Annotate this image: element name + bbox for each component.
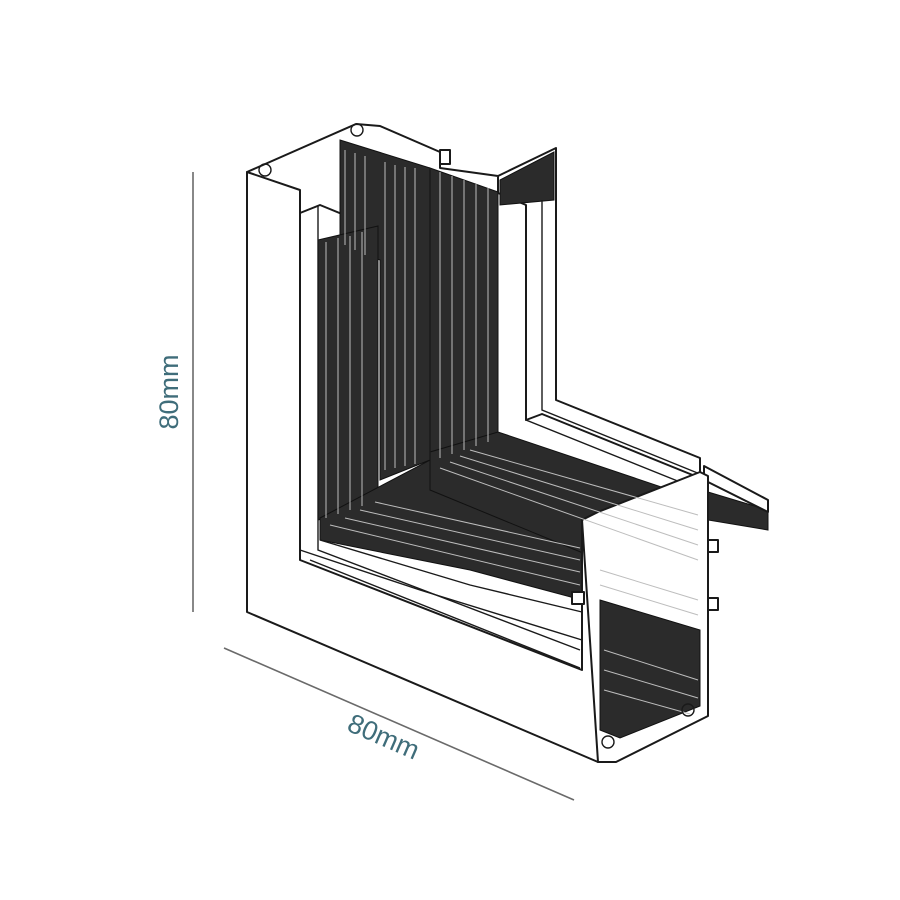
l-profile (246, 123, 769, 763)
back-fins (499, 151, 555, 206)
inner-ledge-5 (541, 200, 701, 475)
right-cap-hole-1 (601, 735, 615, 749)
front-slot-2 (309, 559, 581, 669)
inner-ledge-1 (319, 539, 583, 613)
clip-right-1 (707, 539, 719, 553)
right-cap-rib-3 (603, 689, 691, 715)
inner-left-fins (317, 225, 379, 521)
height-dimension-label: 80mm (154, 354, 184, 429)
front-slot (299, 204, 581, 651)
clip-right-2 (707, 597, 719, 611)
right-cap-hole-2 (681, 703, 695, 717)
floor-ribs (329, 449, 699, 616)
inner-ledge-4 (525, 205, 701, 491)
right-cap-rib-2 (603, 669, 699, 699)
right-cap-fins (599, 599, 701, 739)
top-hole-2 (350, 123, 364, 137)
width-dimension-line (223, 647, 575, 801)
top-hole-1 (258, 163, 272, 177)
height-dimension: 80mm (154, 172, 194, 612)
clip-top (439, 149, 451, 165)
inner-ledge-2 (299, 549, 583, 641)
clip-left (571, 591, 585, 605)
right-cap-rib-1 (603, 649, 699, 681)
vertical-ribs (325, 150, 489, 518)
